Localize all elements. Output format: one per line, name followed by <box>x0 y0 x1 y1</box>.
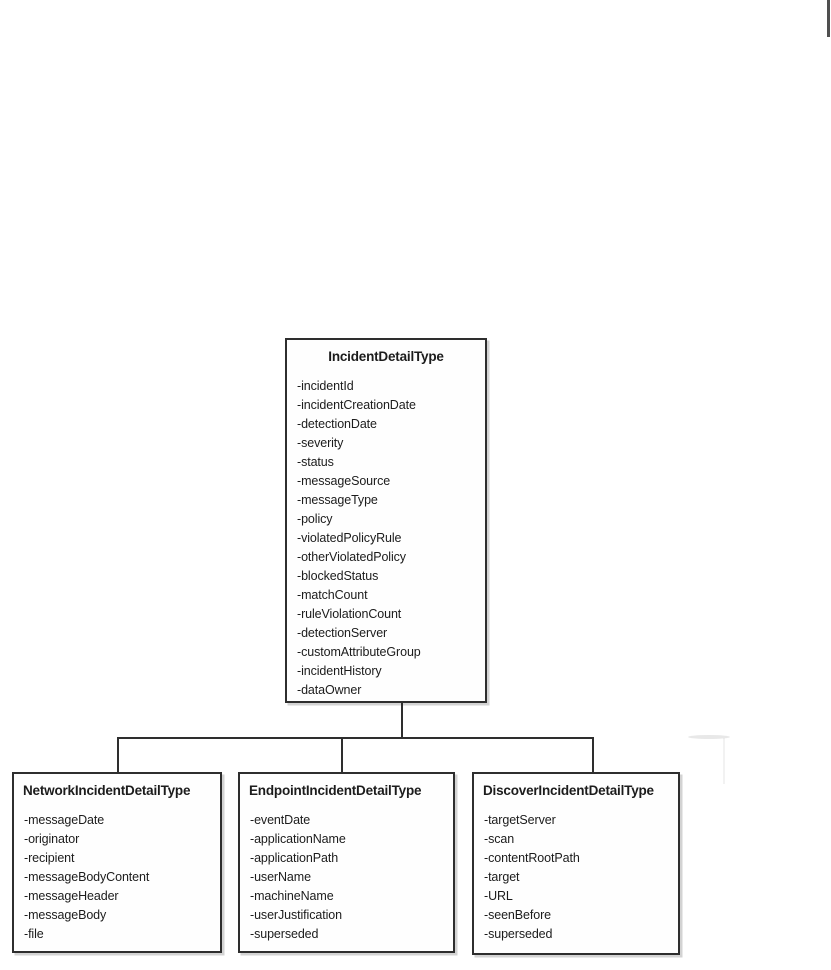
attribute-item: -incidentId <box>297 379 354 393</box>
attribute-item: -userName <box>250 870 311 884</box>
attribute-item: -target <box>484 870 520 884</box>
attribute-item: -userJustification <box>250 908 342 922</box>
attribute-item: -machineName <box>250 889 334 903</box>
attribute-item: -matchCount <box>297 588 368 602</box>
attribute-item: -applicationPath <box>250 851 339 865</box>
class-box-endpoint-incident-detail-type: EndpointIncidentDetailType -eventDate -a… <box>238 772 455 953</box>
class-box-incident-detail-type: IncidentDetailType -incidentId -incident… <box>285 338 487 703</box>
attribute-item: -originator <box>24 832 80 846</box>
connector-parent-stem <box>401 703 403 739</box>
attribute-item: -otherViolatedPolicy <box>297 550 406 564</box>
attribute-item: -recipient <box>24 851 75 865</box>
connector-drop-endpoint <box>341 737 343 772</box>
attribute-item: -URL <box>484 889 513 903</box>
attribute-item: -messageBodyContent <box>24 870 150 884</box>
class-title: NetworkIncidentDetailType <box>23 783 191 798</box>
scan-artifact <box>688 735 730 739</box>
attribute-item: -messageBody <box>24 908 107 922</box>
attribute-item: -dataOwner <box>297 683 362 697</box>
attribute-item: -messageSource <box>297 474 391 488</box>
attribute-item: -messageHeader <box>24 889 119 903</box>
attribute-item: -incidentCreationDate <box>297 398 416 412</box>
attribute-item: -messageType <box>297 493 378 507</box>
attribute-item: -policy <box>297 512 333 526</box>
attribute-item: -incidentHistory <box>297 664 382 678</box>
attribute-list: -messageDate -originator -recipient -mes… <box>14 811 220 944</box>
class-box-network-incident-detail-type: NetworkIncidentDetailType -messageDate -… <box>12 772 222 953</box>
attribute-list: -eventDate -applicationName -application… <box>240 811 453 944</box>
class-title: IncidentDetailType <box>328 349 444 364</box>
attribute-item: -detectionServer <box>297 626 388 640</box>
class-box-discover-incident-detail-type: DiscoverIncidentDetailType -targetServer… <box>472 772 680 955</box>
attribute-item: -applicationName <box>250 832 346 846</box>
attribute-item: -contentRootPath <box>484 851 580 865</box>
attribute-item: -customAttributeGroup <box>297 645 421 659</box>
attribute-item: -violatedPolicyRule <box>297 531 402 545</box>
attribute-item: -superseded <box>484 927 553 941</box>
attribute-item: -targetServer <box>484 813 556 827</box>
attribute-item: -status <box>297 455 334 469</box>
attribute-item: -blockedStatus <box>297 569 379 583</box>
page-edge-mark <box>827 0 830 37</box>
attribute-item: -superseded <box>250 927 319 941</box>
connector-horizontal-bar <box>117 737 594 739</box>
attribute-item: -messageDate <box>24 813 105 827</box>
connector-drop-network <box>117 737 119 772</box>
class-title: DiscoverIncidentDetailType <box>483 783 654 798</box>
attribute-item: -severity <box>297 436 344 450</box>
attribute-item: -eventDate <box>250 813 311 827</box>
attribute-item: -scan <box>484 832 515 846</box>
connector-drop-discover <box>592 737 594 772</box>
attribute-list: -incidentId -incidentCreationDate -detec… <box>287 377 485 700</box>
scan-artifact <box>723 738 725 784</box>
attribute-item: -detectionDate <box>297 417 377 431</box>
attribute-item: -ruleViolationCount <box>297 607 402 621</box>
attribute-list: -targetServer -scan -contentRootPath -ta… <box>474 811 678 944</box>
attribute-item: -file <box>24 927 44 941</box>
class-title: EndpointIncidentDetailType <box>249 783 422 798</box>
attribute-item: -seenBefore <box>484 908 551 922</box>
